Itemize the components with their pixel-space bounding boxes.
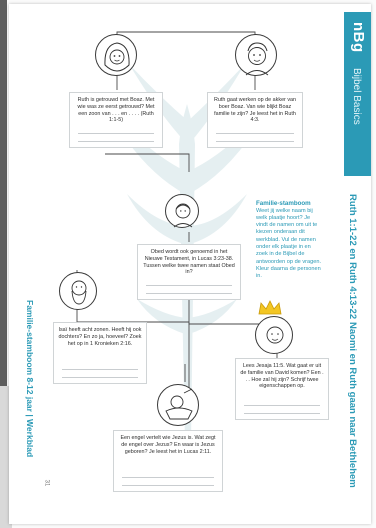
portrait-obed xyxy=(165,194,199,228)
bible-reference: Ruth 1:1-22 en Ruth 4:13-22 xyxy=(347,194,358,320)
answer-lines[interactable] xyxy=(146,278,232,294)
question-text: Ruth is getrouwd met Boaz. Met wie was z… xyxy=(77,97,155,124)
question-text: Lees Jesaja 11:5. Wat gaat er uit de fam… xyxy=(240,363,324,390)
question-card-boaz: Ruth gaat werken op de akker van boer Bo… xyxy=(207,92,303,148)
story-title: Naomi en Ruth gaan naar Bethlehem xyxy=(347,322,358,488)
worksheet-page: Ruth is getrouwd met Boaz. Met wie was z… xyxy=(9,4,371,524)
question-card-jesus: Een engel vertelt wie Jezus is. Wat zegt… xyxy=(113,430,223,492)
question-card-david: Lees Jesaja 11:5. Wat gaat er uit de fam… xyxy=(235,358,329,420)
question-text: Ruth gaat werken op de akker van boer Bo… xyxy=(213,97,297,124)
old-man-icon xyxy=(71,280,87,305)
instruction-note: Familie-stamboom Weet jij welke naam bij… xyxy=(256,200,322,370)
portrait-baby-jesus xyxy=(157,384,199,426)
answer-lines[interactable] xyxy=(62,362,138,378)
brand-tab xyxy=(344,12,371,176)
worksheet-footer: Familie-stamboom 8-12 jaar | Werkblad xyxy=(25,300,35,458)
portrait-boaz xyxy=(235,34,277,76)
table-edge xyxy=(0,0,7,528)
question-card-obed: Obed wordt ook genoemd in het Nieuwe Tes… xyxy=(137,244,241,300)
king-icon xyxy=(266,326,284,344)
page-number: 31 xyxy=(43,479,50,487)
woman-headscarf-icon xyxy=(104,42,130,72)
question-card-ruth: Ruth is getrouwd met Boaz. Met wie was z… xyxy=(69,92,163,148)
crown-icon xyxy=(258,300,282,315)
answer-lines[interactable] xyxy=(216,126,294,142)
answer-lines[interactable] xyxy=(122,470,214,486)
portrait-isai xyxy=(59,272,97,310)
brand-subtitle: Bijbel Basics xyxy=(351,68,362,125)
question-card-isai: Isaï heeft acht zonen. Heeft hij ook doc… xyxy=(53,322,147,384)
question-text: Obed wordt ook genoemd in het Nieuwe Tes… xyxy=(143,249,235,276)
baby-manger-icon xyxy=(165,388,193,420)
portrait-ruth xyxy=(95,34,137,76)
instruction-body: Weet jij welke naam bij welk plaatje hoo… xyxy=(256,207,321,280)
portrait-david xyxy=(255,316,293,354)
question-text: Een engel vertelt wie Jezus is. Wat zegt… xyxy=(120,435,216,455)
question-text: Isaï heeft acht zonen. Heeft hij ook doc… xyxy=(58,327,142,347)
answer-lines[interactable] xyxy=(244,398,320,414)
brand-logo: nBg xyxy=(350,22,367,53)
answer-lines[interactable] xyxy=(78,126,154,142)
instruction-heading: Familie-stamboom xyxy=(256,200,311,207)
man-icon xyxy=(245,42,269,76)
boy-icon xyxy=(173,203,193,228)
